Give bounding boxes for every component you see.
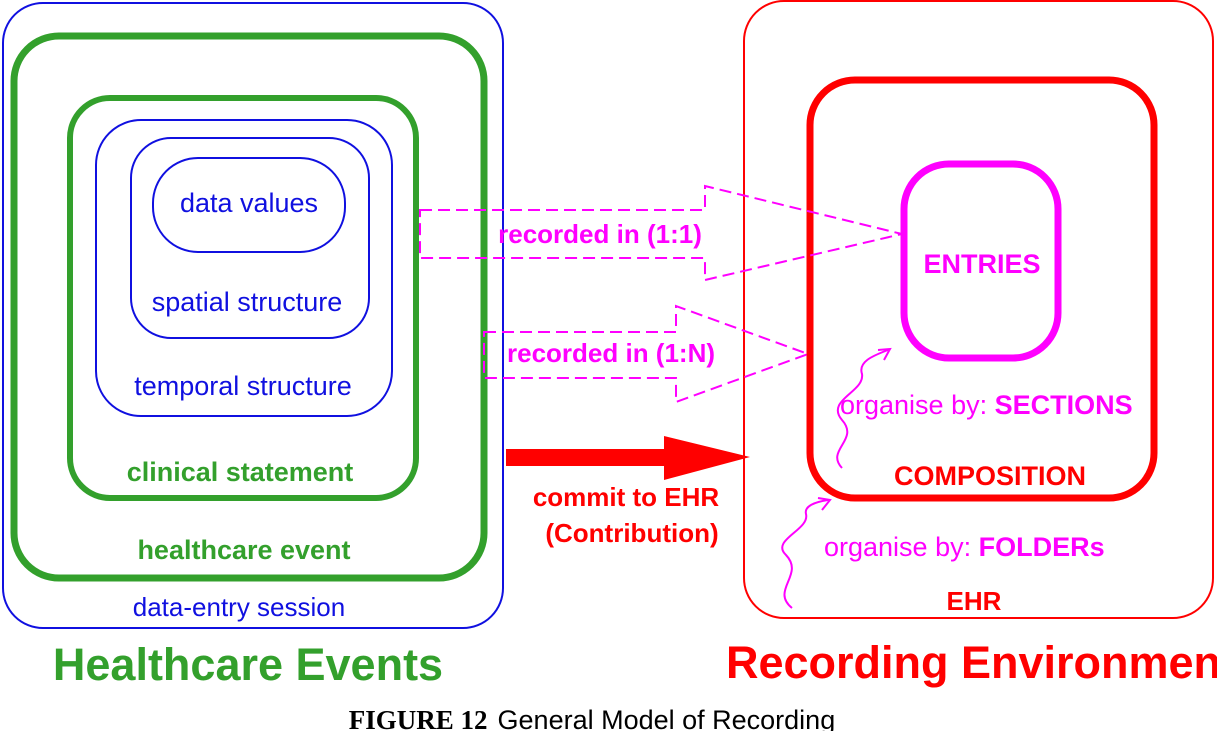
recording-environment-title: Recording Environment [726, 637, 1217, 688]
data-entry-session-label: data-entry session [133, 592, 345, 622]
commit-label-line1: commit to EHR [533, 482, 720, 512]
figure-caption: FIGURE 12 General Model of Recording [349, 705, 835, 731]
folders-arrowhead [817, 497, 832, 511]
healthcare-event-label: healthcare event [137, 535, 350, 565]
healthcare-event-box [10, 32, 488, 582]
entries-box [900, 160, 1062, 362]
sections-wavy-arrow [836, 349, 889, 469]
recorded-1-1-label: recorded in (1:1) [498, 219, 702, 249]
ehr-box [743, 0, 1214, 619]
commit-arrow-shaft [506, 449, 666, 466]
temporal-structure-box [95, 119, 393, 417]
entries-label: ENTRIES [923, 249, 1040, 279]
organise-by-folders: organise by: FOLDERs [824, 532, 1105, 562]
temporal-structure-label: temporal structure [134, 371, 352, 401]
commit-label-line2: (Contribution) [545, 518, 718, 548]
sections-arrowhead [877, 347, 892, 361]
commit-arrowhead [664, 436, 750, 480]
organise-folders-prefix: organise by: [824, 532, 979, 562]
recorded-1-n-label: recorded in (1:N) [507, 338, 715, 368]
data-values-label: data values [180, 188, 318, 218]
figure-label: FIGURE 12 [349, 705, 488, 731]
data-values-box [152, 157, 346, 253]
composition-label: COMPOSITION [894, 461, 1086, 491]
clinical-statement-box [67, 95, 419, 501]
ehr-label: EHR [947, 586, 1002, 616]
clinical-statement-label: clinical statement [127, 457, 354, 487]
composition-box [806, 76, 1158, 502]
organise-by-sections: organise by: SECTIONS [840, 390, 1133, 420]
folders-wavy-arrow [781, 499, 829, 609]
spatial-structure-label: spatial structure [152, 287, 343, 317]
organise-sections-prefix: organise by: [840, 390, 995, 420]
figure-caption-text: General Model of Recording [498, 705, 836, 731]
data-entry-session-box [2, 2, 504, 629]
recorded-1-1-arrow [419, 184, 903, 282]
spatial-structure-box [130, 137, 370, 339]
healthcare-events-title: Healthcare Events [53, 639, 443, 690]
organise-sections-keyword: SECTIONS [995, 390, 1133, 420]
organise-folders-keyword: FOLDERs [979, 532, 1105, 562]
